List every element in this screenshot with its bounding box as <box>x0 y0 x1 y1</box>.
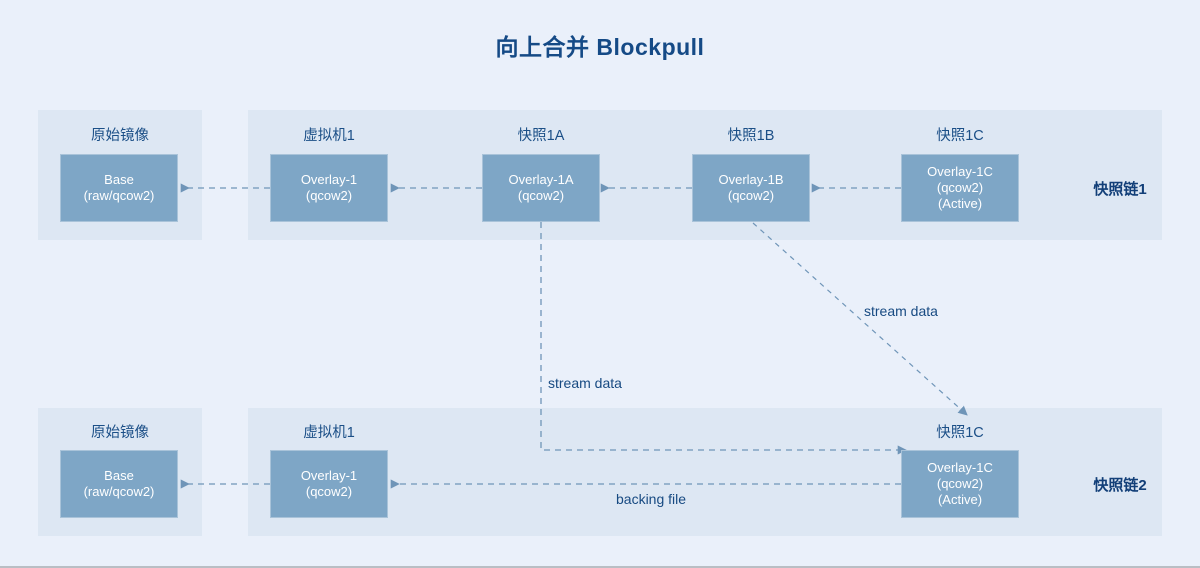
group-label-chain1-snap-1a: 快照1A <box>517 128 565 144</box>
chain-label-1: 快照链1 <box>1093 181 1147 198</box>
chain-label-2: 快照链2 <box>1093 477 1147 494</box>
group-label-chain2-base: 原始镜像 <box>91 425 149 441</box>
node-line: Base <box>104 172 134 187</box>
node-line: (Active) <box>937 492 983 507</box>
node-chain1-base[interactable]: Base (raw/qcow2) <box>60 154 178 222</box>
edge-label-stream-data-vertical: stream data <box>548 375 622 391</box>
node-line: (qcow2) <box>517 188 565 203</box>
group-label-chain1-snap-1c: 快照1C <box>936 128 984 144</box>
group-label-chain2-vm: 虚拟机1 <box>303 425 355 441</box>
node-line: (raw/qcow2) <box>83 188 155 203</box>
node-line: (Active) <box>937 196 983 211</box>
edge-label-stream-data-diagonal: stream data <box>864 303 938 319</box>
node-chain1-overlay-1b[interactable]: Overlay-1B (qcow2) <box>692 154 810 222</box>
group-label-chain1-vm: 虚拟机1 <box>303 128 355 144</box>
node-line: (qcow2) <box>305 188 353 203</box>
node-line: (qcow2) <box>936 180 984 195</box>
node-line: Base <box>104 468 134 483</box>
node-line: Overlay-1B <box>718 172 784 187</box>
node-line: (qcow2) <box>727 188 775 203</box>
node-line: Overlay-1C <box>927 164 993 179</box>
node-chain1-overlay-1a[interactable]: Overlay-1A (qcow2) <box>482 154 600 222</box>
node-line: (qcow2) <box>305 484 353 499</box>
node-line: Overlay-1A <box>508 172 574 187</box>
node-line: (qcow2) <box>936 476 984 491</box>
node-chain1-overlay-1[interactable]: Overlay-1 (qcow2) <box>270 154 388 222</box>
node-chain2-overlay-1c[interactable]: Overlay-1C (qcow2) (Active) <box>901 450 1019 518</box>
page-title: 向上合并 Blockpull <box>495 34 705 60</box>
group-label-chain1-base: 原始镜像 <box>91 128 149 144</box>
node-chain2-overlay-1[interactable]: Overlay-1 (qcow2) <box>270 450 388 518</box>
node-chain1-overlay-1c[interactable]: Overlay-1C (qcow2) (Active) <box>901 154 1019 222</box>
group-label-chain1-snap-1b: 快照1B <box>727 128 775 144</box>
edge-label-backing-file: backing file <box>616 491 687 507</box>
node-line: Overlay-1C <box>927 460 993 475</box>
node-line: (raw/qcow2) <box>83 484 155 499</box>
group-label-chain2-snap-1c: 快照1C <box>936 425 984 441</box>
node-line: Overlay-1 <box>300 172 358 187</box>
node-line: Overlay-1 <box>300 468 358 483</box>
node-chain2-base[interactable]: Base (raw/qcow2) <box>60 450 178 518</box>
